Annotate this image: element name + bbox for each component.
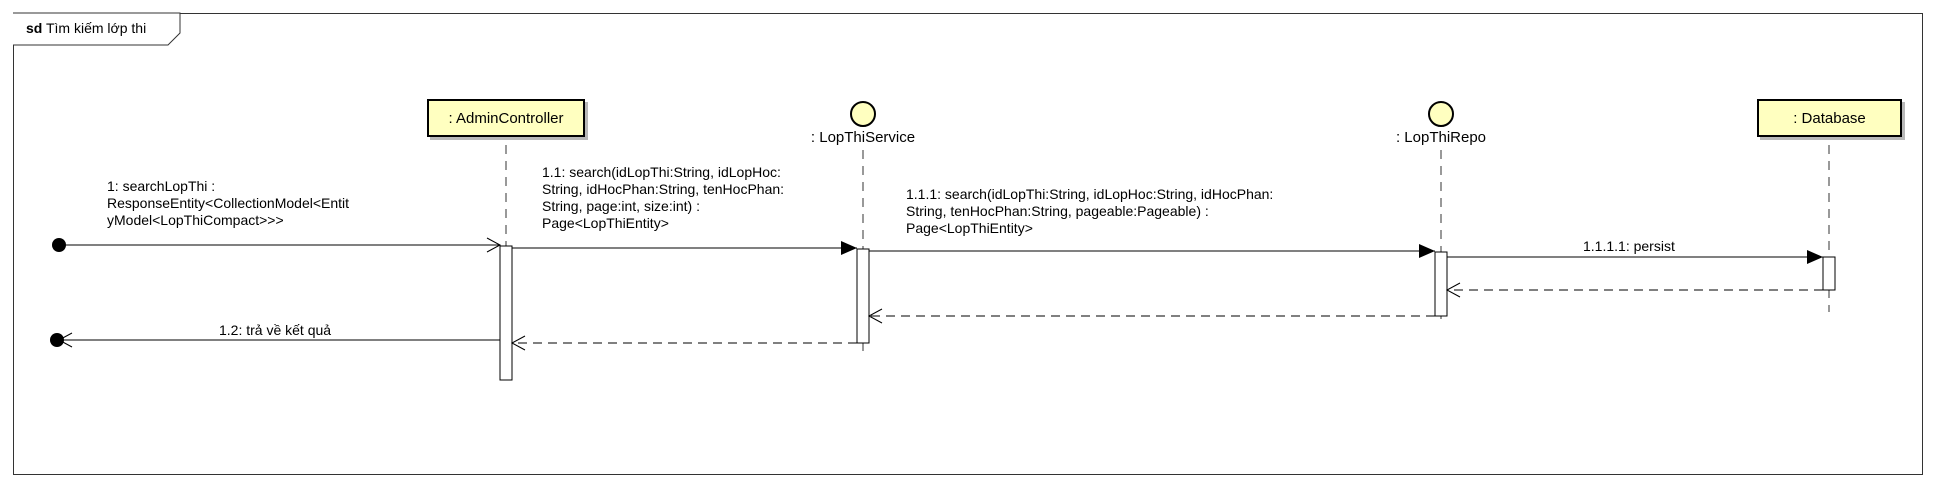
message-1-2-label: 1.2: trả về kết quả (219, 322, 332, 338)
message-1-1-1-arrowhead (1419, 244, 1435, 258)
repo-interface-icon (1428, 101, 1454, 127)
participant-database: : Database (1757, 99, 1902, 137)
activation-db (1822, 256, 1836, 291)
message-1-1-1-1-label: 1.1.1.1: persist (1583, 238, 1675, 254)
return-service-admin-arrowhead (510, 335, 526, 351)
message-1-1-1-1-arrowhead (1807, 250, 1823, 264)
participant-admin-label: : AdminController (448, 109, 564, 127)
message-1-1-1-label: 1.1.1: search(idLopThi:String, idLopHoc:… (906, 186, 1274, 236)
activation-admin (499, 245, 513, 381)
participant-db-label: : Database (1793, 109, 1866, 127)
diagram-frame (13, 13, 1923, 475)
participant-service-label: : LopThiService (810, 129, 916, 146)
participant-repo-label: : LopThiRepo (1395, 129, 1487, 146)
frame-tab (13, 12, 181, 46)
participant-admin-controller: : AdminController (427, 99, 585, 137)
message-1-label: 1: searchLopThi : ResponseEntity<Collect… (107, 178, 350, 228)
service-interface-icon (850, 101, 876, 127)
frame-title: sd Tìm kiếm lớp thi (26, 20, 147, 36)
message-1-1-label: 1.1: search(idLopThi:String, idLopHoc: S… (542, 164, 785, 231)
activation-repo (1434, 251, 1448, 317)
lost-message-end (50, 333, 64, 347)
return-repo-service-arrowhead (867, 308, 883, 324)
message-1-arrowhead (486, 237, 502, 253)
message-1-1-arrowhead (841, 241, 857, 255)
return-db-repo-arrowhead (1445, 282, 1461, 298)
activation-service (856, 248, 870, 344)
